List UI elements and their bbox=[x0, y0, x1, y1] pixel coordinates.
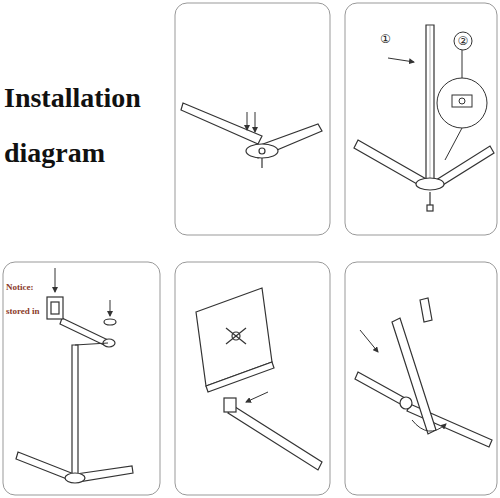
tablet-plate bbox=[226, 328, 246, 344]
holder-arm bbox=[407, 404, 492, 447]
notice-note: stored in bbox=[6, 306, 40, 317]
base-legs bbox=[252, 124, 322, 158]
notice-note: Notice: bbox=[6, 282, 33, 293]
tablet-plate bbox=[228, 405, 322, 470]
screw-arrow bbox=[255, 112, 256, 132]
base-legs bbox=[259, 148, 265, 154]
panel-frame bbox=[175, 262, 330, 495]
stand bbox=[72, 345, 78, 475]
base-legs bbox=[427, 205, 433, 211]
stand bbox=[65, 473, 85, 483]
detail-magnifier bbox=[452, 95, 472, 107]
tablet-plate bbox=[196, 288, 322, 470]
stand bbox=[16, 297, 133, 483]
base-legs bbox=[181, 103, 322, 168]
stand bbox=[51, 302, 59, 314]
base-legs bbox=[354, 140, 494, 211]
detail-magnifier bbox=[462, 50, 463, 78]
stand bbox=[75, 343, 108, 345]
tablet-plate bbox=[224, 398, 236, 412]
callout-number: ② bbox=[458, 34, 469, 48]
rotate-arrow bbox=[360, 330, 378, 352]
rotate-arrow bbox=[360, 330, 446, 431]
screw-arrow bbox=[247, 112, 248, 130]
detail-magnifier bbox=[459, 98, 465, 104]
holder-arm bbox=[400, 397, 412, 409]
detail-magnifier bbox=[454, 32, 472, 50]
detail-magnifier bbox=[437, 32, 487, 160]
mount-arrow bbox=[110, 300, 111, 316]
detail-magnifier bbox=[437, 78, 487, 128]
holder-arm bbox=[392, 318, 436, 434]
screw-arrow bbox=[247, 112, 255, 132]
pole bbox=[430, 25, 431, 180]
tablet-plate bbox=[206, 362, 274, 392]
attach-arrow bbox=[246, 392, 268, 402]
stand bbox=[47, 297, 63, 319]
tablet-plate bbox=[226, 328, 246, 344]
holder-arm bbox=[420, 298, 432, 322]
base-legs bbox=[429, 192, 430, 205]
panel-frame bbox=[175, 3, 330, 235]
attach-arrow bbox=[246, 392, 268, 402]
stand bbox=[60, 318, 108, 346]
pole bbox=[426, 25, 434, 180]
base-legs bbox=[181, 103, 262, 144]
panel-frame bbox=[3, 3, 497, 495]
pole bbox=[426, 25, 434, 180]
holder-arm bbox=[355, 298, 492, 447]
callout-number: ① bbox=[380, 32, 391, 46]
base-legs bbox=[436, 146, 494, 188]
panel-frame bbox=[345, 262, 497, 495]
base-legs bbox=[416, 178, 444, 190]
stand bbox=[104, 319, 116, 325]
insert-arrow bbox=[388, 58, 414, 62]
mount-arrow bbox=[55, 268, 56, 292]
panel-frame bbox=[3, 262, 160, 495]
base-legs bbox=[261, 158, 262, 168]
mount-arrow bbox=[55, 268, 110, 316]
panel-frame bbox=[345, 3, 497, 235]
holder-arm bbox=[355, 372, 405, 405]
diagram-title: Installation diagram bbox=[4, 70, 172, 180]
insert-arrow bbox=[388, 58, 414, 62]
base-legs bbox=[246, 144, 278, 158]
base-legs bbox=[354, 140, 428, 188]
detail-magnifier bbox=[445, 128, 462, 160]
rotate-arrow bbox=[412, 420, 446, 431]
